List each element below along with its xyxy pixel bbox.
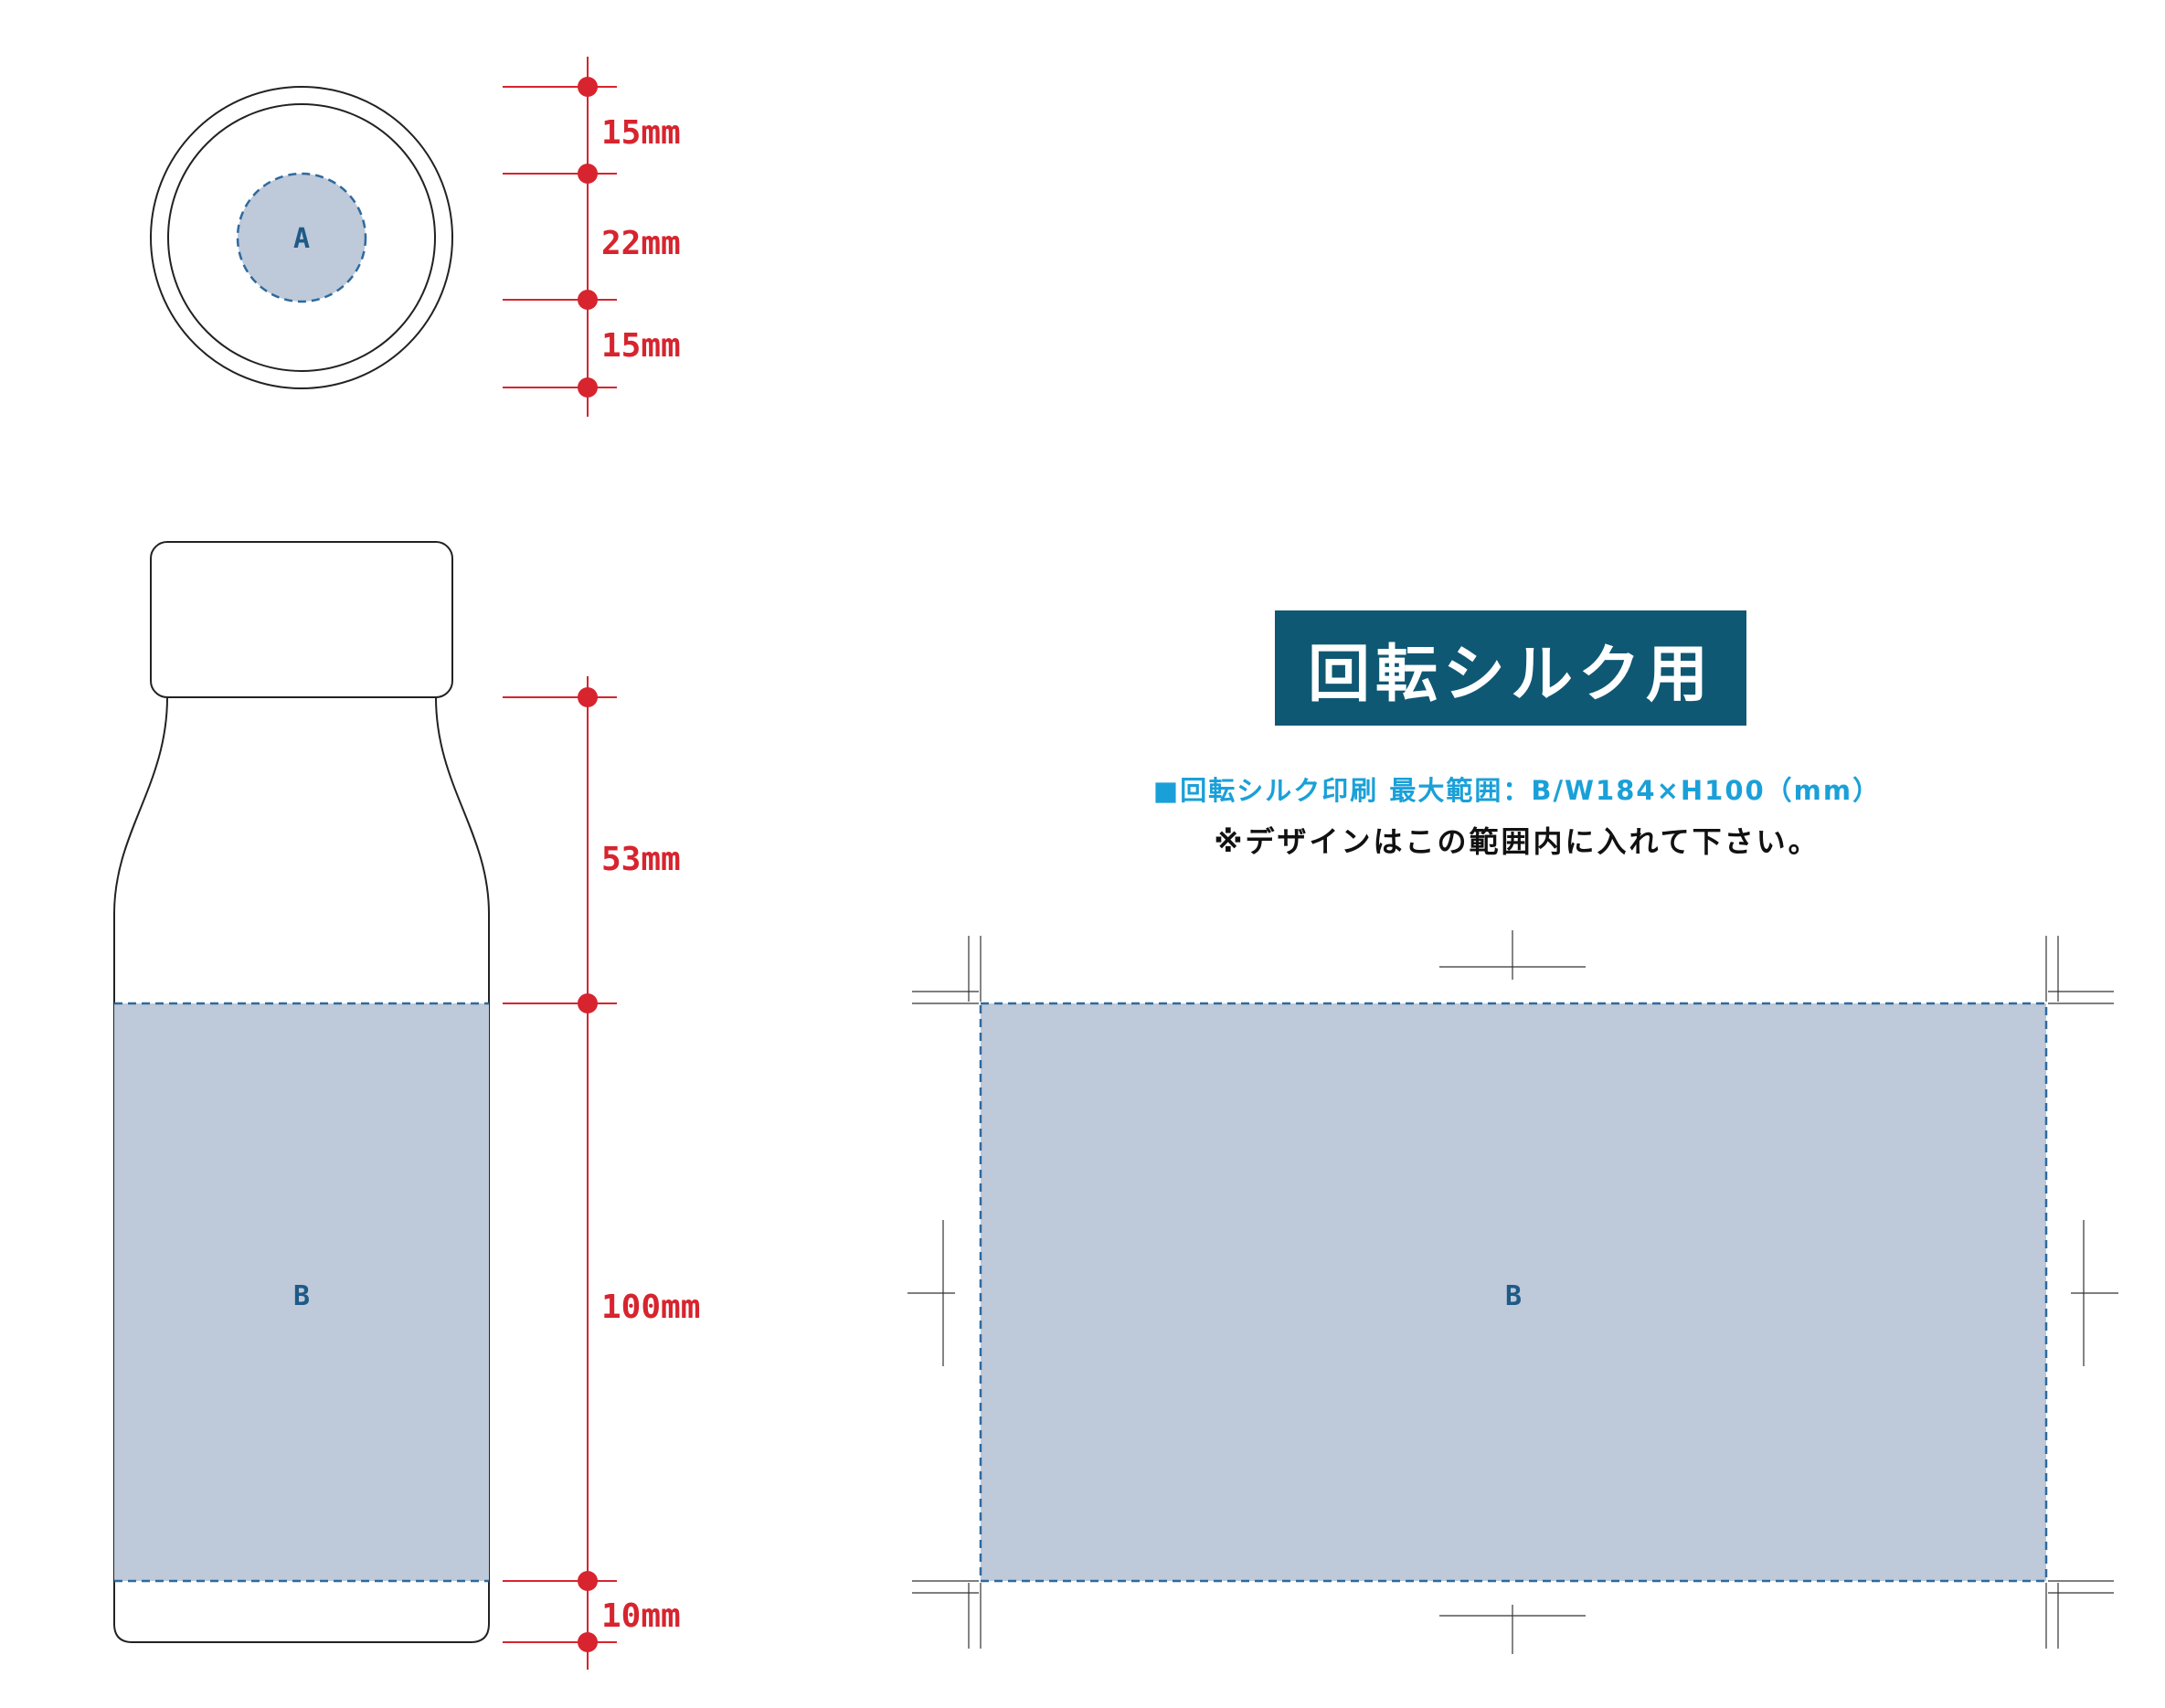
dimension-label: 53mm [601,841,681,878]
dimension-point [578,290,598,310]
print-area-b-flat-label: B [1505,1280,1522,1312]
dimension-label: 15mm [601,327,681,365]
top-view-inner-rim [167,103,436,372]
dimension-point [578,77,598,97]
print-area-a [236,172,367,303]
print-spec-line: ■回転シルク印刷 最大範囲：B/W184×H100（mm） [1078,769,1956,808]
dimension-label: 10mm [601,1597,681,1635]
top-view: A [150,86,453,389]
dimension-point [578,1632,598,1652]
design-note: ※デザインはこの範囲内に入れて下さい。 [1214,824,1820,859]
rotary-silk-title: 回転シルク用 [1275,610,1746,726]
crop-marks [907,930,2118,1654]
bottle-cap [150,541,453,698]
dimension-point [578,164,598,184]
bottle-body-outline [113,696,490,1643]
dimension-point [578,1571,598,1591]
dimension-label: 100mm [601,1289,700,1326]
print-spec-text: 回転シルク印刷 最大範囲：B/W184×H100（mm） [1180,775,1882,806]
dimension-label: 15mm [601,114,681,152]
bullet-square-icon: ■ [1152,775,1181,806]
side-view-dimension-points [578,687,598,1652]
top-view-outer-rim [150,86,453,389]
print-area-b-side-label: B [293,1280,310,1312]
print-template: B [979,1002,2048,1583]
print-area-b-flat [979,1002,2048,1583]
top-view-dimension-points [578,77,598,398]
top-view-dimension-line [503,57,617,417]
print-area-b-side [114,1003,489,1581]
print-area-a-label: A [293,223,310,255]
dimension-point [578,687,598,707]
dimension-point [578,993,598,1013]
side-view-dimension-line [503,676,617,1670]
side-view: B [113,541,490,1643]
dimension-point [578,377,598,398]
dimension-label: 22mm [601,225,681,262]
